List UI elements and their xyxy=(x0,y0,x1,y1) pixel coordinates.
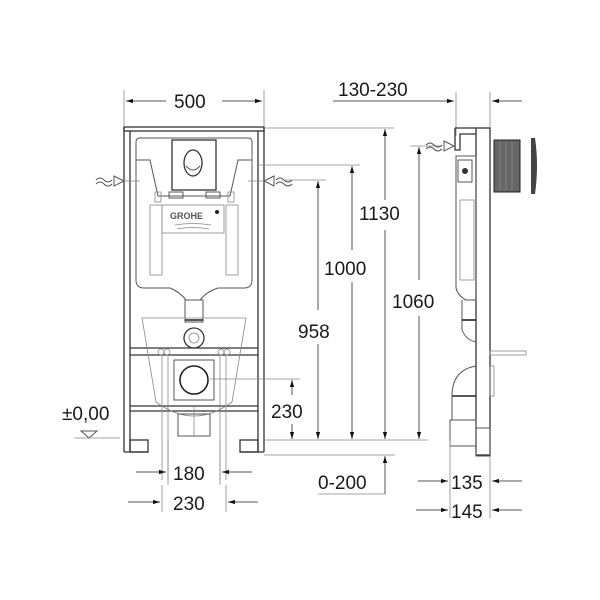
cistern: GROHE xyxy=(135,137,253,480)
svg-text:145: 145 xyxy=(451,502,483,523)
svg-text:1130: 1130 xyxy=(359,204,400,225)
side-view: 130-230 xyxy=(333,80,537,457)
svg-text:180: 180 xyxy=(173,464,205,485)
dimension-0-200: 0-200 xyxy=(318,456,388,495)
dimension-1130: 1130 xyxy=(359,129,400,439)
svg-text:130-230: 130-230 xyxy=(338,80,408,101)
dimension-958: 958 xyxy=(298,181,330,439)
dimension-width-500: 500 xyxy=(123,90,265,127)
water-inlet-left-icon xyxy=(95,175,140,187)
svg-text:500: 500 xyxy=(174,92,206,113)
floor-level-marker: ±0,00 xyxy=(62,404,120,439)
svg-text:0-200: 0-200 xyxy=(318,473,367,494)
svg-text:230: 230 xyxy=(271,402,303,423)
svg-text:1000: 1000 xyxy=(324,259,366,280)
dimension-1000: 1000 xyxy=(324,166,366,439)
svg-text:958: 958 xyxy=(298,322,330,343)
dimension-230-bottom: 230 xyxy=(128,485,258,515)
height-reference-lines xyxy=(210,127,428,456)
dimension-145: 145 xyxy=(416,502,522,523)
svg-text:135: 135 xyxy=(451,473,483,494)
svg-text:±0,00: ±0,00 xyxy=(62,404,109,425)
dimension-180: 180 xyxy=(136,440,252,485)
dimension-1060: 1060 xyxy=(392,145,442,439)
dimension-135: 135 xyxy=(418,440,522,518)
svg-text:1060: 1060 xyxy=(392,292,434,313)
water-inlet-side-icon xyxy=(425,140,456,152)
water-inlet-right-icon xyxy=(248,175,293,187)
svg-text:230: 230 xyxy=(173,494,205,515)
dimension-230-height: 230 xyxy=(271,380,303,439)
brand-logo: GROHE xyxy=(170,211,203,221)
